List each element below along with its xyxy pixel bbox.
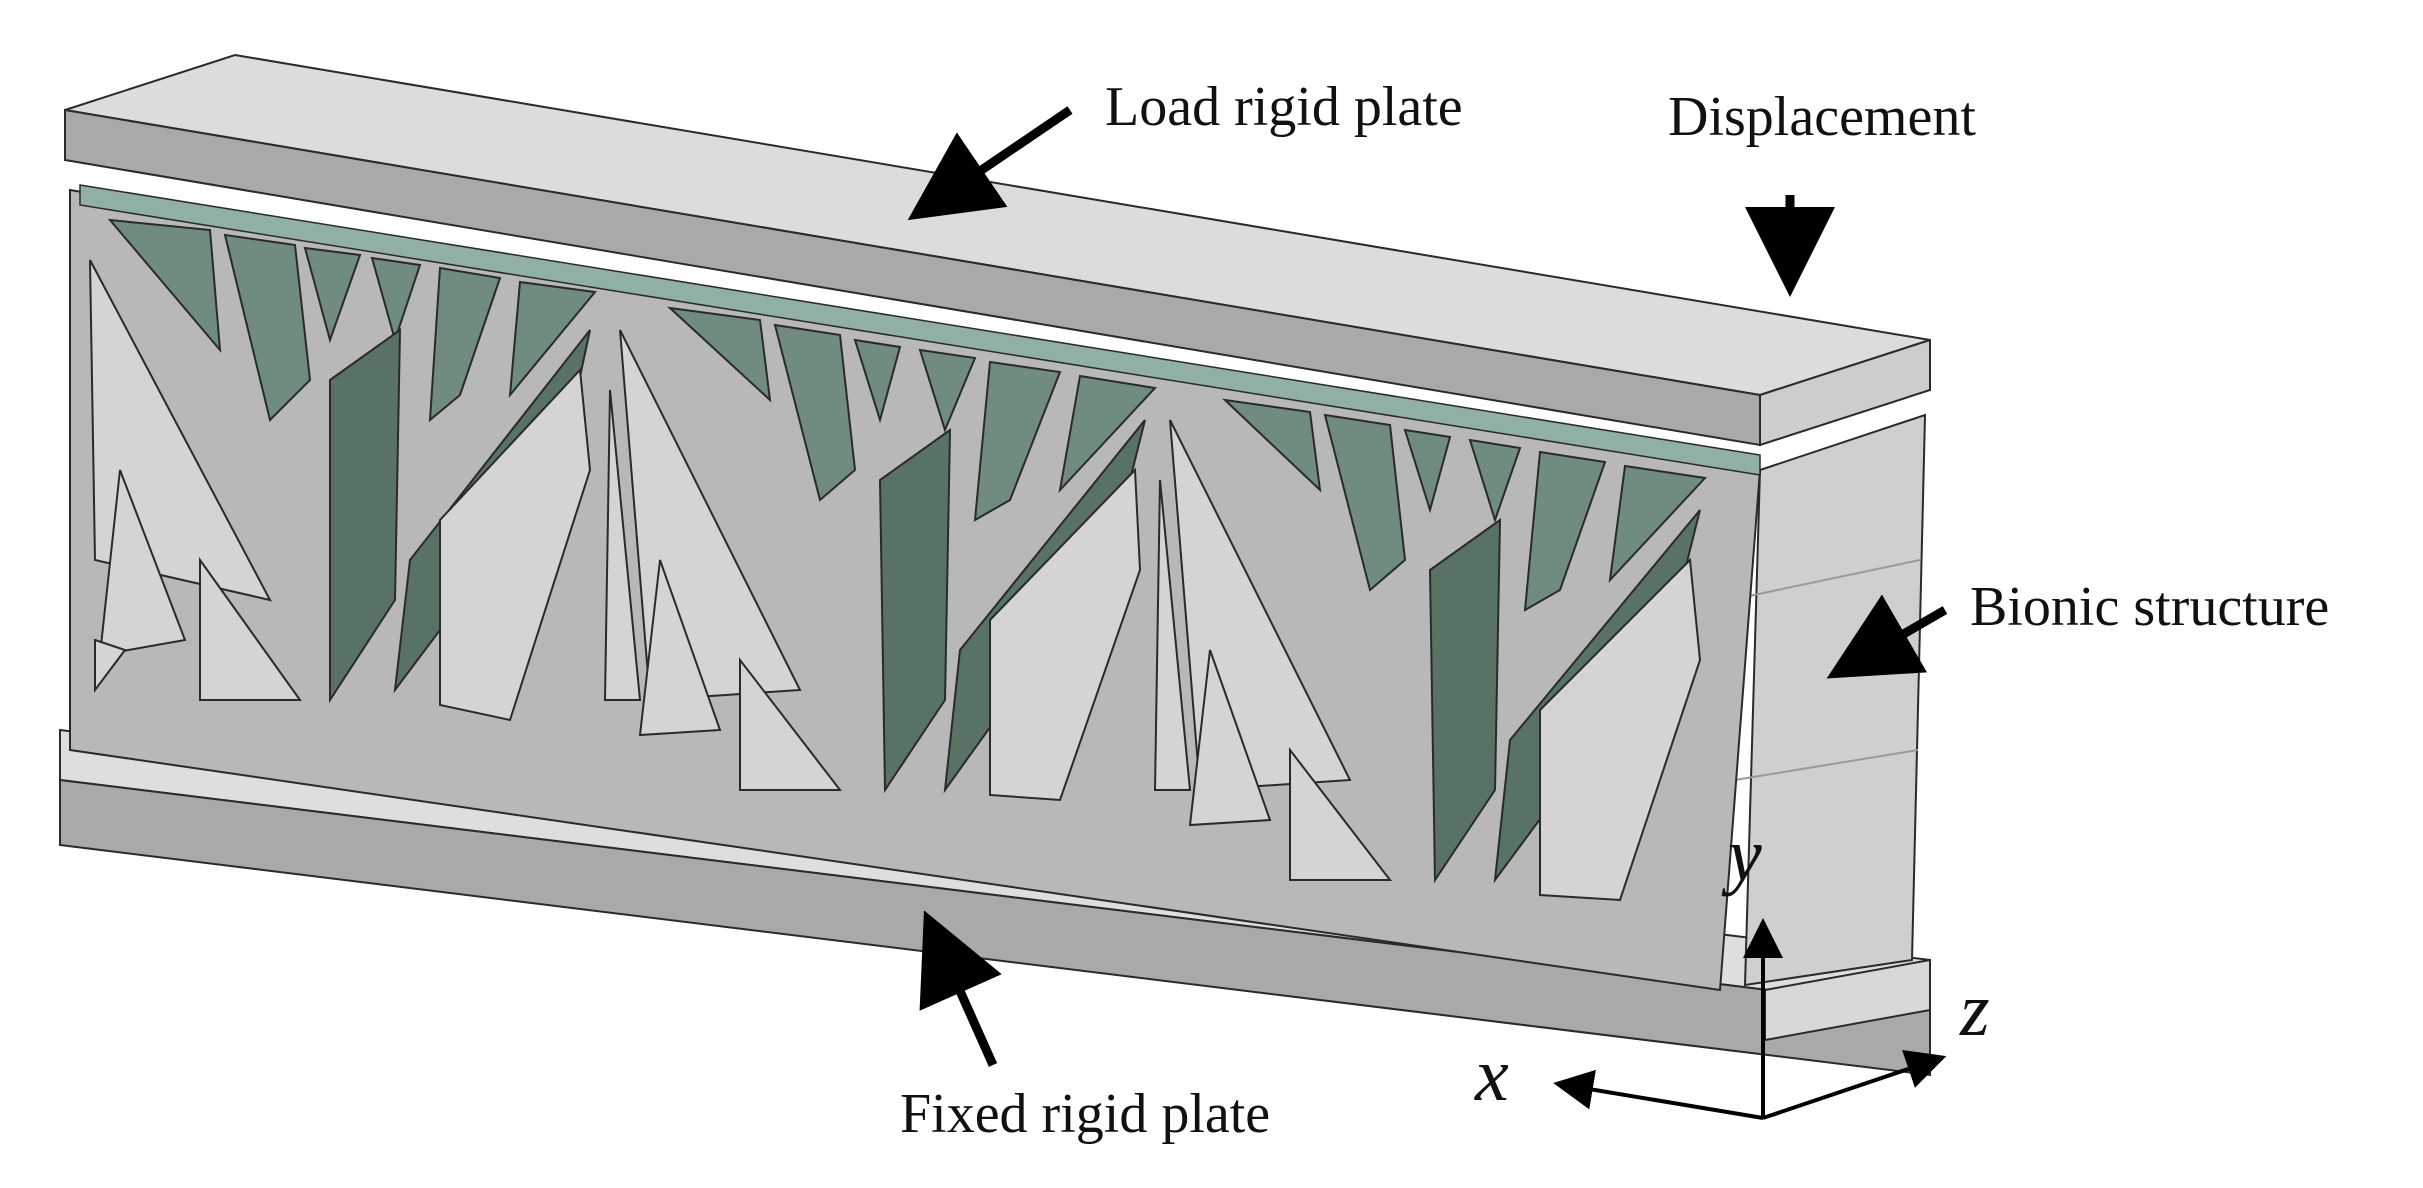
bionic-structure-arrow [1826,594,1948,679]
tree-cells-1 [89,218,597,722]
text-labels: Load rigid plate Displacement Bionic str… [900,76,2329,1145]
annotation-arrows [907,106,1948,1067]
z-axis-arrow [1762,1049,1947,1120]
tree-cells-3 [1153,398,1708,902]
axis-label-y: y [1721,813,1762,897]
label-fixed-rigid-plate: Fixed rigid plate [900,1083,1270,1145]
x-axis-arrow [1553,1069,1764,1120]
label-load-rigid-plate: Load rigid plate [1105,76,1463,138]
axis-label-x: x [1474,1033,1509,1117]
label-displacement: Displacement [1668,86,1976,148]
bionic-structure [69,184,1927,992]
fixed-plate-arrow [919,910,1002,1067]
tree-cells-2 [603,306,1158,802]
load-rigid-plate [64,53,1931,447]
label-bionic-structure: Bionic structure [1970,576,2329,638]
axis-label-z: z [1959,968,1990,1052]
coordinate-axes: y x z [1474,813,1990,1120]
load-plate-arrow [907,106,1073,221]
